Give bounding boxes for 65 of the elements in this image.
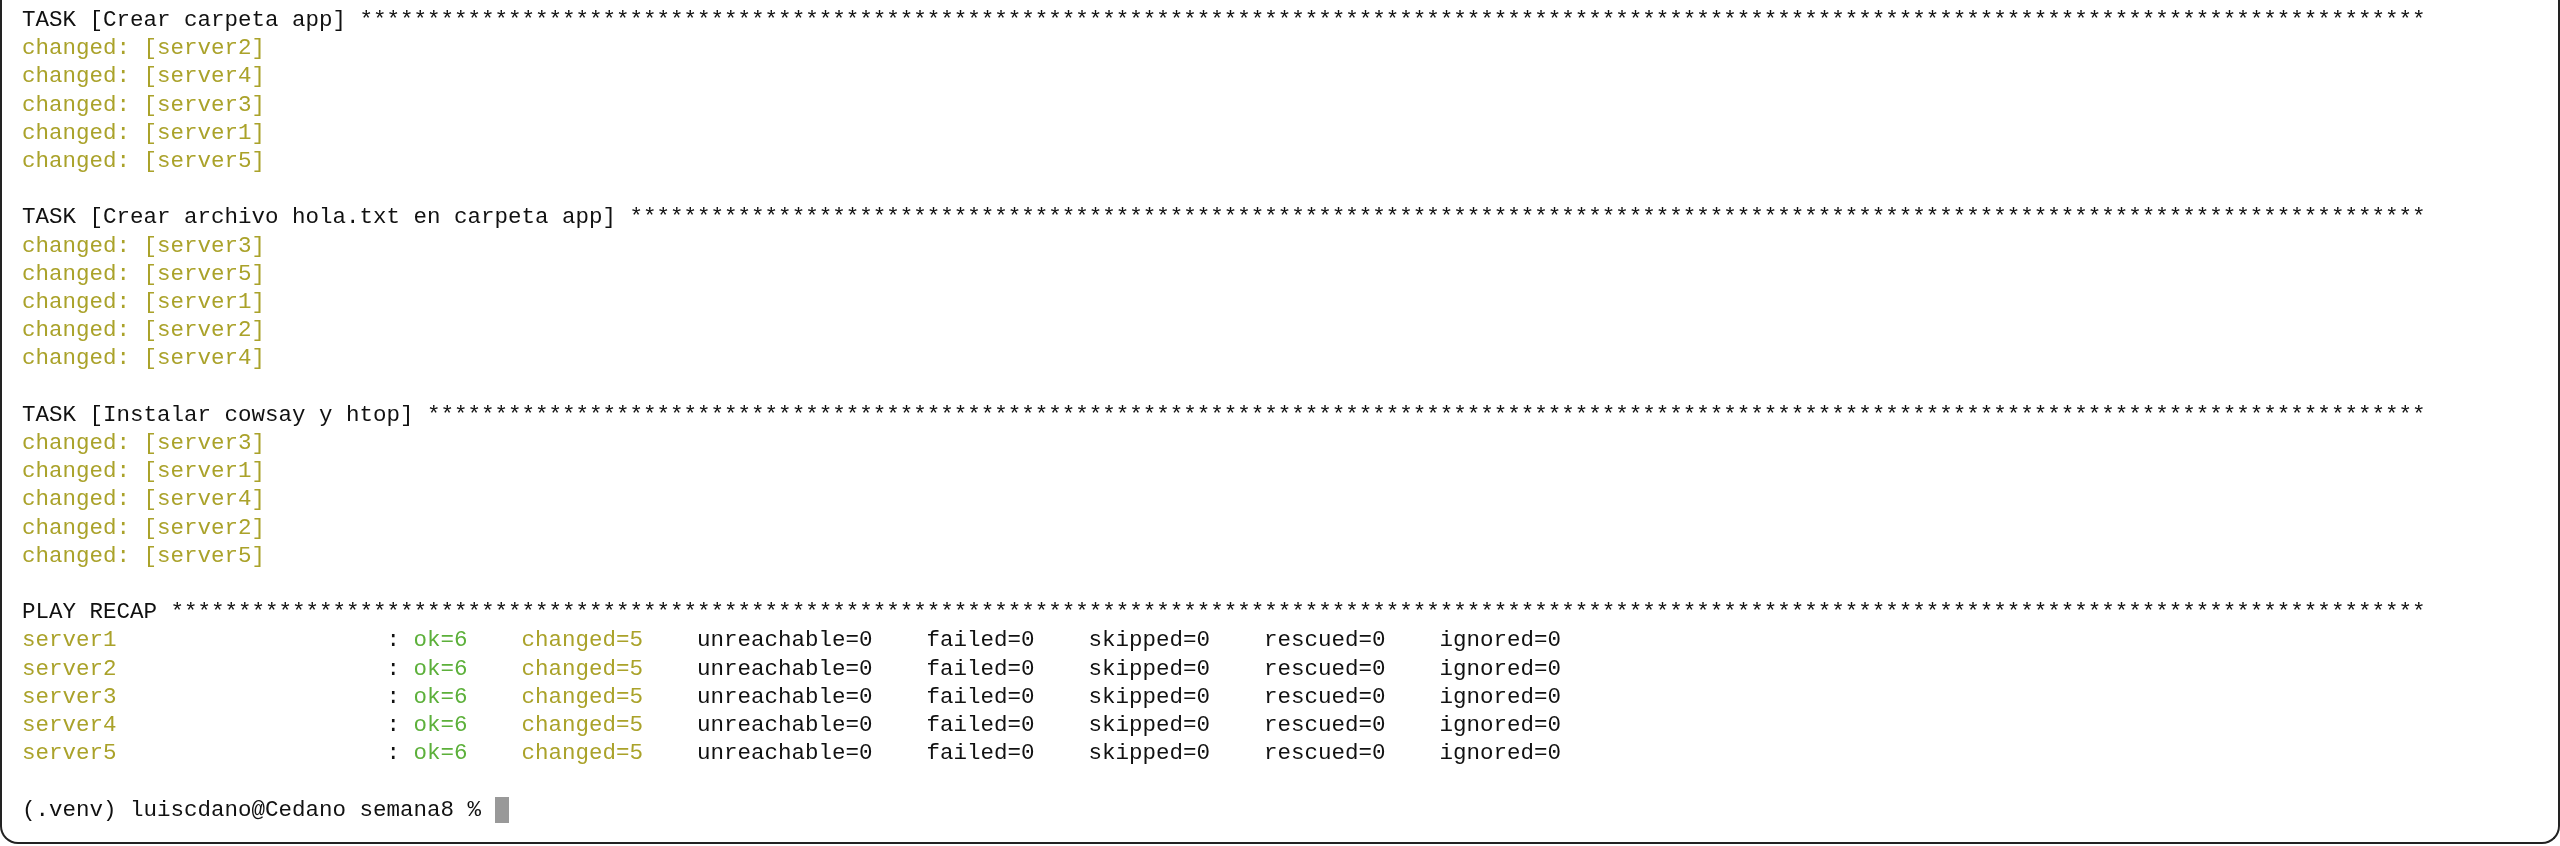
skipped-count: skipped=0 bbox=[1088, 626, 1211, 655]
task-result-line: changed: [server4] bbox=[22, 344, 266, 373]
task-result-line: changed: [server1] bbox=[22, 288, 266, 316]
failed-count: failed=0 bbox=[926, 654, 1035, 683]
host-name: server2 bbox=[22, 654, 117, 683]
rescued-count: rescued=0 bbox=[1264, 739, 1386, 768]
ignored-count: ignored=0 bbox=[1439, 739, 1562, 768]
host-name: server3 bbox=[22, 682, 117, 711]
task-result-line: changed: [server2] bbox=[22, 316, 266, 345]
unreachable-count: unreachable=0 bbox=[697, 654, 873, 683]
unreachable-count: unreachable=0 bbox=[697, 711, 873, 739]
ignored-count: ignored=0 bbox=[1439, 654, 1562, 683]
task-result-line: changed: [server2] bbox=[22, 34, 266, 63]
changed-count: changed=5 bbox=[521, 739, 644, 768]
ok-count: ok=6 bbox=[413, 711, 468, 739]
task-result-line: changed: [server4] bbox=[22, 62, 266, 91]
task-header: TASK [Instalar cowsay y htop] **************************************************************************************************************************************************** bbox=[22, 400, 2426, 429]
separator: : bbox=[386, 682, 400, 711]
task-result-line: changed: [server4] bbox=[22, 485, 266, 514]
unreachable-count: unreachable=0 bbox=[697, 682, 873, 711]
separator: : bbox=[386, 654, 400, 683]
unreachable-count: unreachable=0 bbox=[697, 626, 873, 655]
task-header: TASK [Crear carpeta app] ********************************************************************************************************************************************************* bbox=[22, 6, 2426, 34]
rescued-count: rescued=0 bbox=[1264, 682, 1386, 711]
ok-count: ok=6 bbox=[413, 626, 468, 655]
separator: : bbox=[386, 711, 400, 739]
skipped-count: skipped=0 bbox=[1088, 682, 1211, 711]
ok-count: ok=6 bbox=[413, 682, 468, 711]
changed-count: changed=5 bbox=[521, 711, 644, 739]
command-prompt: (.venv) luiscdano@Cedano semana8 % bbox=[22, 795, 482, 824]
task-result-line: changed: [server3] bbox=[22, 90, 266, 119]
ok-count: ok=6 bbox=[413, 739, 468, 768]
changed-count: changed=5 bbox=[521, 654, 644, 683]
failed-count: failed=0 bbox=[926, 682, 1035, 711]
task-header: TASK [Crear archivo hola.txt en carpeta app] ************************************************************************************************************************************* bbox=[22, 203, 2426, 232]
task-result-line: changed: [server3] bbox=[22, 231, 266, 260]
recap-header: PLAY RECAP *********************************************************************************************************************************************************************** bbox=[22, 598, 2426, 627]
host-name: server5 bbox=[22, 739, 117, 768]
separator: : bbox=[386, 626, 400, 655]
rescued-count: rescued=0 bbox=[1264, 626, 1386, 655]
rescued-count: rescued=0 bbox=[1264, 654, 1386, 683]
task-result-line: changed: [server5] bbox=[22, 147, 266, 175]
task-result-line: changed: [server3] bbox=[22, 429, 266, 457]
unreachable-count: unreachable=0 bbox=[697, 739, 873, 768]
task-result-line: changed: [server1] bbox=[22, 118, 266, 147]
changed-count: changed=5 bbox=[521, 626, 644, 655]
changed-count: changed=5 bbox=[521, 682, 644, 711]
failed-count: failed=0 bbox=[926, 711, 1035, 739]
ok-count: ok=6 bbox=[413, 654, 468, 683]
host-name: server1 bbox=[22, 626, 117, 655]
ignored-count: ignored=0 bbox=[1439, 711, 1562, 739]
task-result-line: changed: [server1] bbox=[22, 457, 266, 486]
skipped-count: skipped=0 bbox=[1088, 654, 1211, 683]
host-name: server4 bbox=[22, 711, 117, 739]
task-result-line: changed: [server5] bbox=[22, 259, 266, 288]
ignored-count: ignored=0 bbox=[1439, 682, 1562, 711]
skipped-count: skipped=0 bbox=[1088, 739, 1211, 768]
skipped-count: skipped=0 bbox=[1088, 711, 1211, 739]
ignored-count: ignored=0 bbox=[1439, 626, 1562, 655]
task-result-line: changed: [server2] bbox=[22, 513, 266, 542]
failed-count: failed=0 bbox=[926, 626, 1035, 655]
separator: : bbox=[386, 739, 400, 768]
failed-count: failed=0 bbox=[926, 739, 1035, 768]
task-result-line: changed: [server5] bbox=[22, 541, 266, 570]
rescued-count: rescued=0 bbox=[1264, 711, 1386, 739]
